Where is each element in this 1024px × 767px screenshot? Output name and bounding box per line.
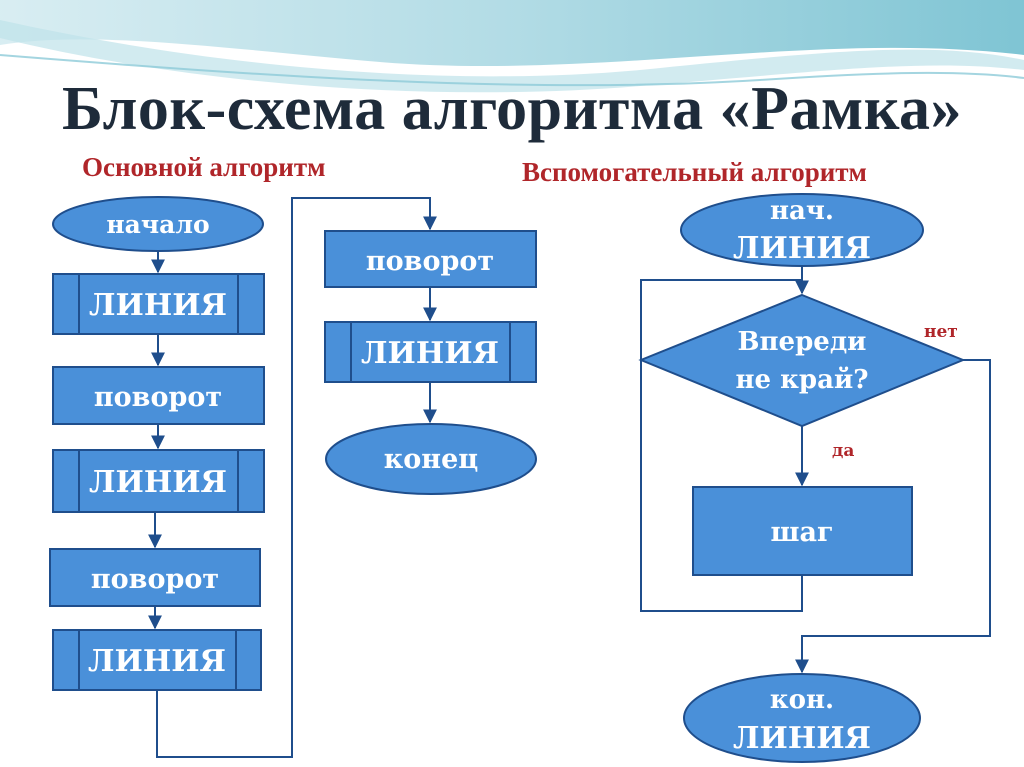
wave-header-decoration [0, 0, 1024, 93]
block-label-3: ЛИНИЯ [89, 465, 227, 500]
main-algorithm-heading: Основной алгоритм [82, 152, 326, 182]
block-label-5: ЛИНИЯ [88, 644, 226, 679]
no-label: нет [924, 322, 958, 342]
process-block-turn-3 [324, 230, 537, 288]
block-label-7: ЛИНИЯ [361, 336, 499, 371]
step-label: шаг [770, 517, 833, 548]
decision-diamond [638, 293, 966, 428]
aux-start-label-1: нач. [770, 196, 834, 226]
aux-end-label-2: ЛИНИЯ [733, 721, 871, 756]
end-terminal [325, 423, 537, 495]
end-label: конец [384, 444, 478, 475]
subroutine-block-1 [52, 273, 265, 335]
aux-start-label-2: ЛИНИЯ [733, 231, 871, 266]
start-label: начало [106, 210, 209, 239]
connector-no [795, 359, 991, 674]
yes-label: да [832, 441, 854, 461]
subroutine-block-4 [324, 321, 537, 383]
process-block-turn-1 [52, 366, 265, 425]
connector-loop-back [640, 279, 803, 612]
slide-title: Блок-схема алгоритма «Рамка» [61, 75, 963, 143]
subroutine-block-2 [52, 449, 265, 513]
aux-end-terminal [683, 673, 921, 763]
process-block-step [692, 486, 913, 576]
aux-end-label-1: кон. [770, 685, 834, 715]
aux-algorithm-heading: Вспомогательный алгоритм [522, 157, 867, 187]
condition-label-1: Впереди [738, 327, 867, 357]
block-label-2: поворот [94, 382, 222, 413]
connector-loop-to-right-column [156, 197, 437, 758]
block-label-1: ЛИНИЯ [89, 288, 227, 323]
block-label-6: поворот [366, 246, 494, 277]
block-label-4: поворот [91, 564, 219, 595]
condition-label-2: не край? [736, 365, 869, 395]
